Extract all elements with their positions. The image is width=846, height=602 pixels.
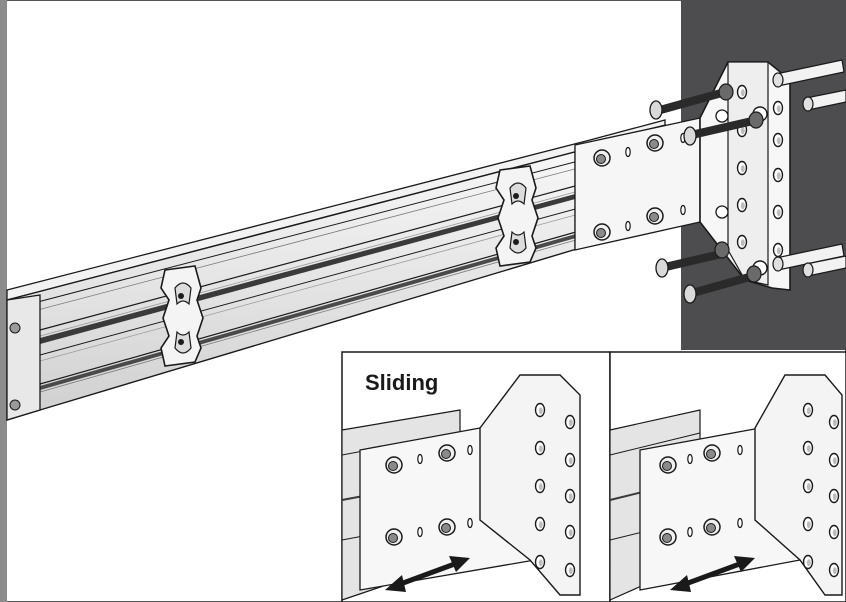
screw-icon <box>683 265 762 304</box>
screw-icon <box>649 83 734 120</box>
inset-panel-right <box>609 374 843 601</box>
rail-clip-icon <box>495 165 539 267</box>
wall-anchor-icon <box>772 59 845 88</box>
double-arrow-icon <box>670 556 755 592</box>
wall-anchor-icon <box>802 89 846 112</box>
screw-icon <box>683 111 764 146</box>
screw-icon <box>655 241 730 278</box>
rail-clip-icon <box>160 265 204 367</box>
wall-anchor-icon <box>802 255 846 278</box>
sliding-inset: Sliding <box>341 351 846 602</box>
double-arrow-icon <box>385 556 470 592</box>
inset-label: Sliding <box>365 370 438 395</box>
inset-panel-left: Sliding <box>341 370 581 601</box>
left-edge-strip <box>0 0 7 602</box>
